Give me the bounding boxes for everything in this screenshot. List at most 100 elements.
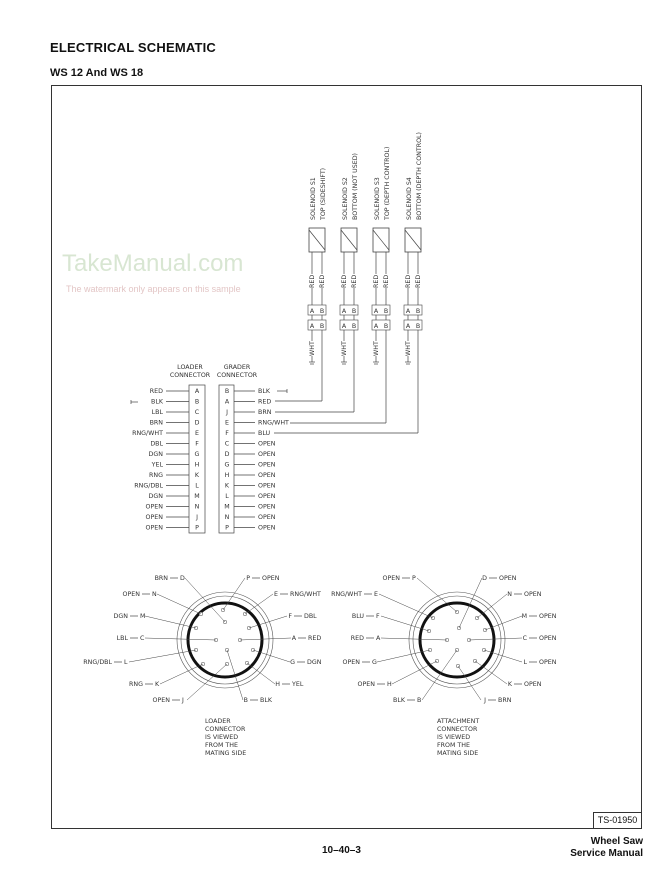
wire (186, 663, 228, 701)
pin-label: A (342, 323, 347, 330)
wire (222, 577, 246, 611)
wire (380, 615, 430, 632)
connector-ring (186, 601, 264, 679)
wire-color-label: BLK (393, 697, 406, 704)
wire-color-label: RED (383, 275, 390, 288)
manual-title-line2: Service Manual (570, 848, 643, 859)
loader-pin-label: G (195, 451, 200, 458)
grader-wire-color: BRN (258, 409, 272, 416)
wire-color-label: BLU (352, 613, 365, 620)
loader-wire-color: RNG/DBL (134, 483, 163, 490)
plug-housing (403, 319, 423, 331)
ground-wire-label: WHT (373, 341, 380, 356)
ground-wire-label: WHT (309, 341, 316, 356)
connector-caption: ATTACHMENT (437, 718, 479, 725)
label-bg (415, 274, 421, 288)
connector-caption: CONNECTOR (437, 726, 478, 733)
connector-shell (176, 591, 274, 689)
wire (484, 615, 523, 631)
grader-connector-title: CONNECTOR (217, 372, 258, 379)
grader-pin-label: P (225, 525, 229, 532)
label-bg (373, 341, 379, 356)
loader-wire-color: BRN (150, 420, 164, 427)
wire-color-label: RED (341, 275, 348, 288)
pin-letter: H (275, 681, 280, 688)
wire-color-label: OPEN (539, 659, 557, 666)
connector-caption: MATING SIDE (205, 750, 246, 757)
pin-letter: P (412, 575, 416, 582)
pin-letter: G (372, 659, 377, 666)
wire (416, 577, 458, 613)
pin-letter: G (290, 659, 295, 666)
grader-pin-label: N (225, 514, 230, 521)
wire (457, 665, 482, 701)
loader-connector-title: CONNECTOR (170, 372, 211, 379)
pin-label: A (374, 323, 379, 330)
connector-caption: LOADER (205, 718, 231, 725)
pin-letter: N (507, 591, 512, 598)
connector-shell (180, 595, 270, 685)
loader-pin-label: H (195, 462, 200, 469)
wire (340, 229, 358, 251)
loader-wire-color: RNG/WHT (132, 430, 163, 437)
grader-connector-block (218, 384, 235, 534)
solenoid-coil (340, 227, 358, 253)
wire (380, 637, 448, 641)
pin-letter: C (523, 635, 528, 642)
wire-color-label: BLK (260, 697, 273, 704)
pin-label: A (406, 308, 411, 315)
solenoid-description: BOTTOM (DEPTH CONTROL) (416, 132, 423, 220)
wire (483, 649, 523, 663)
wire (156, 593, 202, 615)
solenoid-name: SOLENOID S3 (374, 177, 381, 220)
wire-color-label: BRN (498, 697, 512, 704)
wire (376, 649, 431, 663)
wire (372, 229, 390, 251)
wire-color-label: RED (309, 275, 316, 288)
wire-color-label: DGN (307, 659, 322, 666)
solenoid-description: TOP (DEPTH CONTROL) (384, 147, 391, 221)
solenoid-coil (404, 227, 422, 253)
pin-label: B (384, 308, 388, 315)
wire-color-label: OPEN (524, 681, 542, 688)
watermark-logo: TakeManual.com (62, 250, 244, 277)
loader-wire-color: DGN (149, 451, 164, 458)
watermark-note: The watermark only appears on this sampl… (66, 284, 241, 294)
grader-wire-color: OPEN (258, 462, 276, 469)
loader-pin-label: J (195, 514, 198, 521)
pin-letter: B (417, 697, 421, 704)
grader-wire-color: OPEN (258, 472, 276, 479)
pin-letter: C (140, 635, 145, 642)
pin-letter: K (508, 681, 513, 688)
wire (184, 577, 226, 623)
wire-color-label: RNG/WHT (331, 591, 362, 598)
wire (474, 660, 508, 685)
grader-wire-color: OPEN (258, 493, 276, 500)
loader-wire-color: YEL (151, 462, 164, 469)
pin-letter: M (140, 613, 145, 620)
wire (421, 649, 458, 701)
pin-label: B (352, 308, 356, 315)
connector-shell (412, 595, 502, 685)
pin-letter: N (152, 591, 157, 598)
wire-color-label: OPEN (343, 659, 361, 666)
wire-color-label: OPEN (383, 575, 401, 582)
connector-caption: CONNECTOR (205, 726, 246, 733)
connector-ring (418, 601, 496, 679)
pin-letter: J (483, 697, 486, 704)
grader-wire-color: OPEN (258, 483, 276, 490)
wire (308, 229, 326, 251)
pin-label: B (384, 323, 388, 330)
connector-caption: IS VIEWED (437, 734, 470, 741)
label-bg (373, 274, 379, 288)
plug-housing (371, 319, 391, 331)
loader-wire-color: OPEN (146, 504, 164, 511)
pin-label: A (406, 323, 411, 330)
wire-color-label: RNG/DBL (83, 659, 112, 666)
loader-wire-color: DBL (150, 441, 163, 448)
solenoid-description: BOTTOM (NOT USED) (352, 153, 359, 220)
plug-housing (371, 304, 391, 316)
loader-pin-label: L (195, 483, 199, 490)
label-bg (405, 341, 411, 356)
pin-label: A (342, 308, 347, 315)
